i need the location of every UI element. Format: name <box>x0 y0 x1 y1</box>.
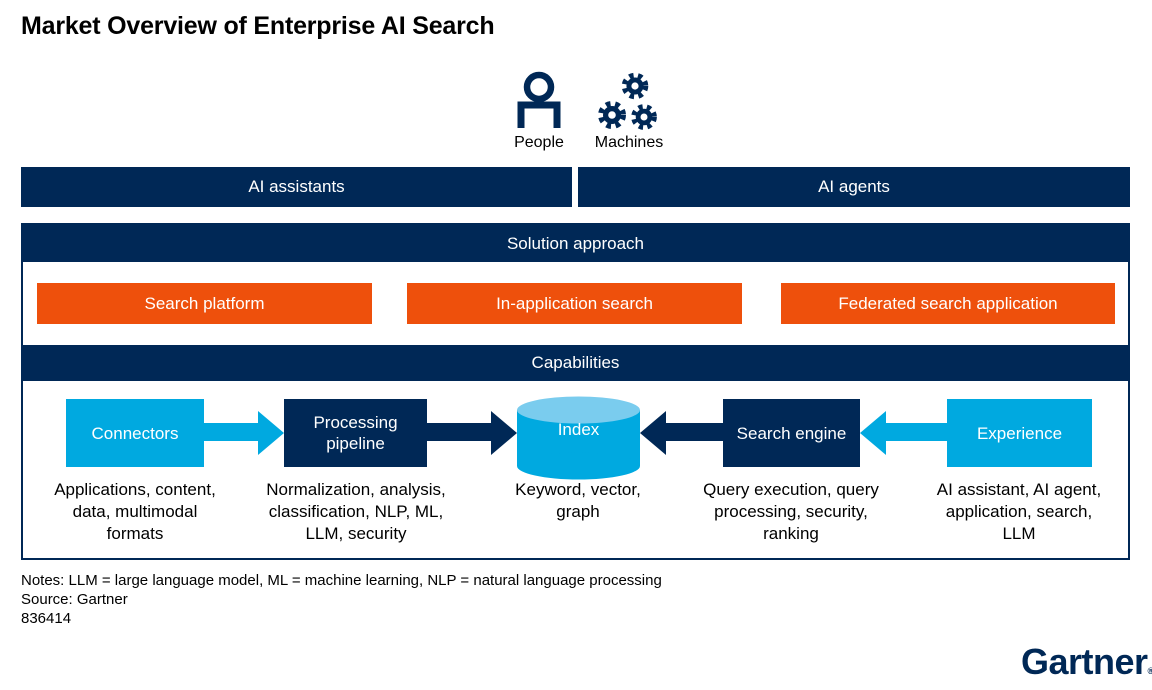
connectors-to-processing-arrow <box>204 411 284 455</box>
connectors-box: Connectors <box>66 399 204 467</box>
solution-container <box>21 223 1130 560</box>
desc-index: Keyword, vector, graph <box>515 480 641 521</box>
desc-connectors: Applications, content, data, multimodal … <box>54 480 216 543</box>
capabilities-header: Capabilities <box>23 345 1128 381</box>
gartner-logo: Gartner® <box>1021 641 1152 683</box>
experience-to-search-engine-arrow <box>860 411 947 455</box>
doc-id: 836414 <box>21 610 72 627</box>
solution-option-in-application-search: In-application search <box>407 283 742 324</box>
experience-label: Experience <box>976 423 1063 443</box>
ai-agents-bar: AI agents <box>578 167 1130 207</box>
processing-to-index-arrow <box>427 411 517 455</box>
solution-approach-header: Solution approach <box>23 225 1128 262</box>
people-label: People <box>514 134 564 151</box>
solution-option-search-platform: Search platform <box>37 283 372 324</box>
search-engine-box: Search engine <box>723 399 860 467</box>
ai-assistants-bar: AI assistants <box>21 167 572 207</box>
desc-search-engine: Query execution, query processing, secur… <box>703 480 879 543</box>
page-title: Market Overview of Enterprise AI Search <box>21 12 495 40</box>
search-engine-to-index-arrow <box>640 411 723 455</box>
processing-pipeline-box: Processing pipeline <box>284 399 427 467</box>
search-engine-label: Search engine <box>736 423 847 443</box>
processing-pipeline-label: Processing pipeline <box>313 413 398 453</box>
desc-processing-pipeline: Normalization, analysis, classification,… <box>266 480 446 543</box>
experience-box: Experience <box>947 399 1092 467</box>
connectors-label: Connectors <box>91 423 179 443</box>
machines-icon <box>598 72 657 130</box>
desc-experience: AI assistant, AI agent, application, sea… <box>936 480 1102 543</box>
index-label: Index <box>557 420 600 439</box>
index-cylinder <box>517 396 640 480</box>
registered-mark-icon: ® <box>1147 666 1152 676</box>
notes-line: Notes: LLM = large language model, ML = … <box>21 572 662 589</box>
gartner-logo-text: Gartner <box>1021 641 1148 682</box>
source-line: Source: Gartner <box>21 591 128 608</box>
people-icon <box>517 71 561 128</box>
machines-label: Machines <box>594 134 664 151</box>
solution-option-federated-search-application: Federated search application <box>781 283 1115 324</box>
